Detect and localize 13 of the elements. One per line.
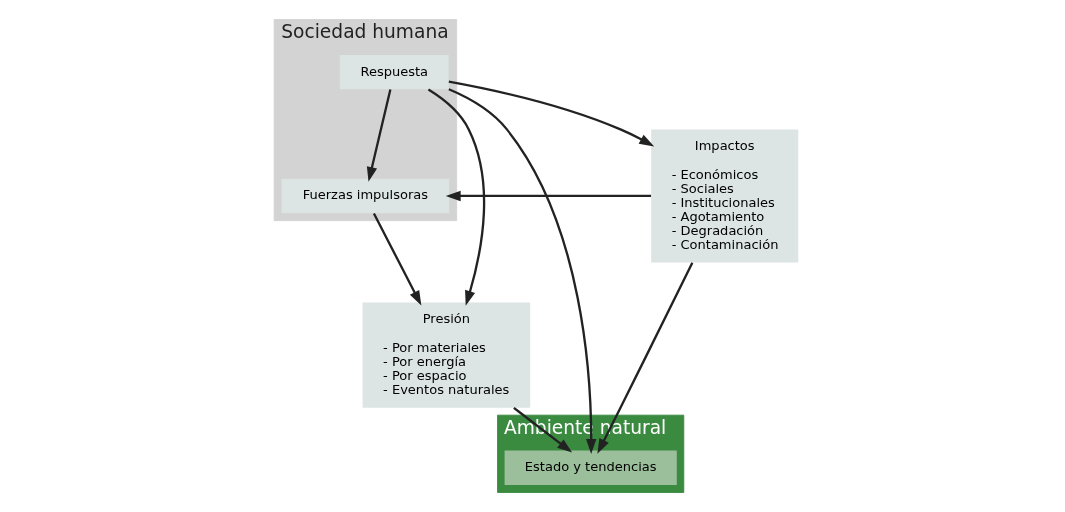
- node-box: Respuesta: [339, 54, 449, 90]
- arrow: [597, 262, 694, 454]
- arrow: [427, 88, 486, 306]
- arrow: [513, 406, 573, 453]
- arrow: [448, 88, 597, 454]
- node-box: Impactos - Económicos - Sociales - Institucionales - Agotamiento - Degradación - Contaminación: [651, 129, 799, 263]
- arrow: [445, 190, 651, 202]
- arrow: [366, 89, 392, 182]
- node-box: Fuerzas impulsoras: [281, 178, 450, 214]
- arrow: [372, 212, 422, 306]
- node-box: Presión - Por materiales - Por energía - Por espacio - Eventos naturales: [362, 302, 531, 408]
- node-box: Estado y tendencias: [504, 450, 677, 485]
- arrow: [448, 80, 655, 147]
